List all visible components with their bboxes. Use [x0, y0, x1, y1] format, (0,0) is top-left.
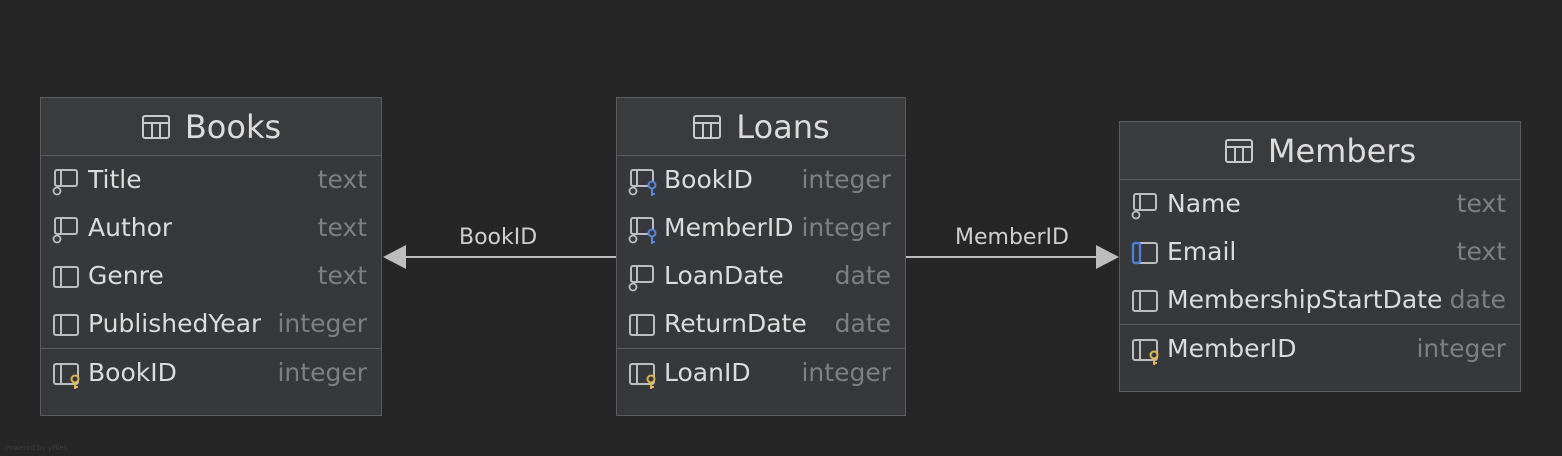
- column-name: BookID: [88, 358, 177, 387]
- indexed-column-icon: [52, 169, 78, 196]
- column-row[interactable]: Title text: [41, 156, 381, 204]
- column-icon: [53, 314, 79, 336]
- column-row[interactable]: PublishedYear integer: [41, 300, 381, 348]
- indexed-column-icon: [1131, 193, 1157, 220]
- relation-label-bookid: BookID: [459, 225, 538, 250]
- column-name: MemberID: [1167, 334, 1297, 363]
- primary-key-icon: [53, 363, 80, 389]
- column-row[interactable]: MembershipStartDate date: [1120, 276, 1520, 324]
- column-row[interactable]: ReturnDate date: [617, 300, 905, 348]
- column-type: text: [317, 213, 367, 242]
- relation-arrowhead-books: [383, 245, 406, 269]
- table-title: Books: [184, 107, 282, 146]
- column-type: integer: [801, 358, 891, 387]
- column-name: MembershipStartDate: [1167, 285, 1443, 314]
- loans-table[interactable]: Loans BookID integer MemberID integer Lo…: [616, 97, 906, 416]
- foreign-key-icon: [628, 169, 657, 196]
- column-row[interactable]: MemberID integer: [617, 204, 905, 252]
- column-row[interactable]: Email text: [1120, 228, 1520, 276]
- column-name: Author: [88, 213, 173, 242]
- column-name: Email: [1167, 237, 1237, 266]
- primary-key-icon: [629, 363, 656, 389]
- column-name: ReturnDate: [664, 309, 807, 338]
- column-type: text: [1456, 189, 1506, 218]
- primary-key-row[interactable]: LoanID integer: [617, 348, 905, 399]
- column-type: integer: [277, 309, 367, 338]
- column-row[interactable]: Author text: [41, 204, 381, 252]
- foreign-key-icon: [628, 217, 657, 244]
- column-row[interactable]: BookID integer: [617, 156, 905, 204]
- watermark: Powered by yFiles: [5, 444, 68, 452]
- column-icon: [53, 266, 79, 288]
- column-type: date: [834, 309, 891, 338]
- column-row[interactable]: Genre text: [41, 252, 381, 300]
- column-name: Name: [1167, 189, 1241, 218]
- column-type: date: [1449, 285, 1506, 314]
- unique-column-icon: [1131, 241, 1158, 265]
- primary-key-icon: [1132, 339, 1159, 365]
- table-title: Members: [1267, 131, 1417, 170]
- members-table[interactable]: Members Name text Email text MembershipS…: [1119, 121, 1521, 392]
- column-type: integer: [1416, 334, 1506, 363]
- indexed-column-icon: [628, 265, 654, 292]
- column-name: Genre: [88, 261, 164, 290]
- column-name: BookID: [664, 165, 753, 194]
- column-type: integer: [277, 358, 367, 387]
- books-table-header[interactable]: Books: [41, 98, 381, 156]
- column-type: integer: [801, 213, 891, 242]
- column-row[interactable]: Name text: [1120, 180, 1520, 228]
- column-type: date: [834, 261, 891, 290]
- column-type: integer: [801, 165, 891, 194]
- indexed-column-icon: [52, 217, 78, 244]
- column-row[interactable]: LoanDate date: [617, 252, 905, 300]
- column-name: LoanID: [664, 358, 751, 387]
- column-type: text: [317, 261, 367, 290]
- column-type: text: [317, 165, 367, 194]
- table-icon: [1224, 138, 1253, 163]
- column-name: MemberID: [664, 213, 794, 242]
- loans-table-header[interactable]: Loans: [617, 98, 905, 156]
- books-table[interactable]: Books Title text Author text Genre text …: [40, 97, 382, 416]
- relation-label-memberid: MemberID: [955, 225, 1069, 250]
- members-table-header[interactable]: Members: [1120, 122, 1520, 180]
- table-title: Loans: [736, 107, 830, 146]
- column-name: Title: [88, 165, 142, 194]
- primary-key-row[interactable]: MemberID integer: [1120, 324, 1520, 375]
- relation-arrowhead-members: [1096, 245, 1119, 269]
- column-icon: [1132, 290, 1158, 312]
- table-icon: [693, 114, 722, 139]
- primary-key-row[interactable]: BookID integer: [41, 348, 381, 399]
- column-icon: [629, 314, 655, 336]
- column-name: LoanDate: [664, 261, 784, 290]
- table-icon: [141, 114, 170, 139]
- column-type: text: [1456, 237, 1506, 266]
- column-name: PublishedYear: [88, 309, 262, 338]
